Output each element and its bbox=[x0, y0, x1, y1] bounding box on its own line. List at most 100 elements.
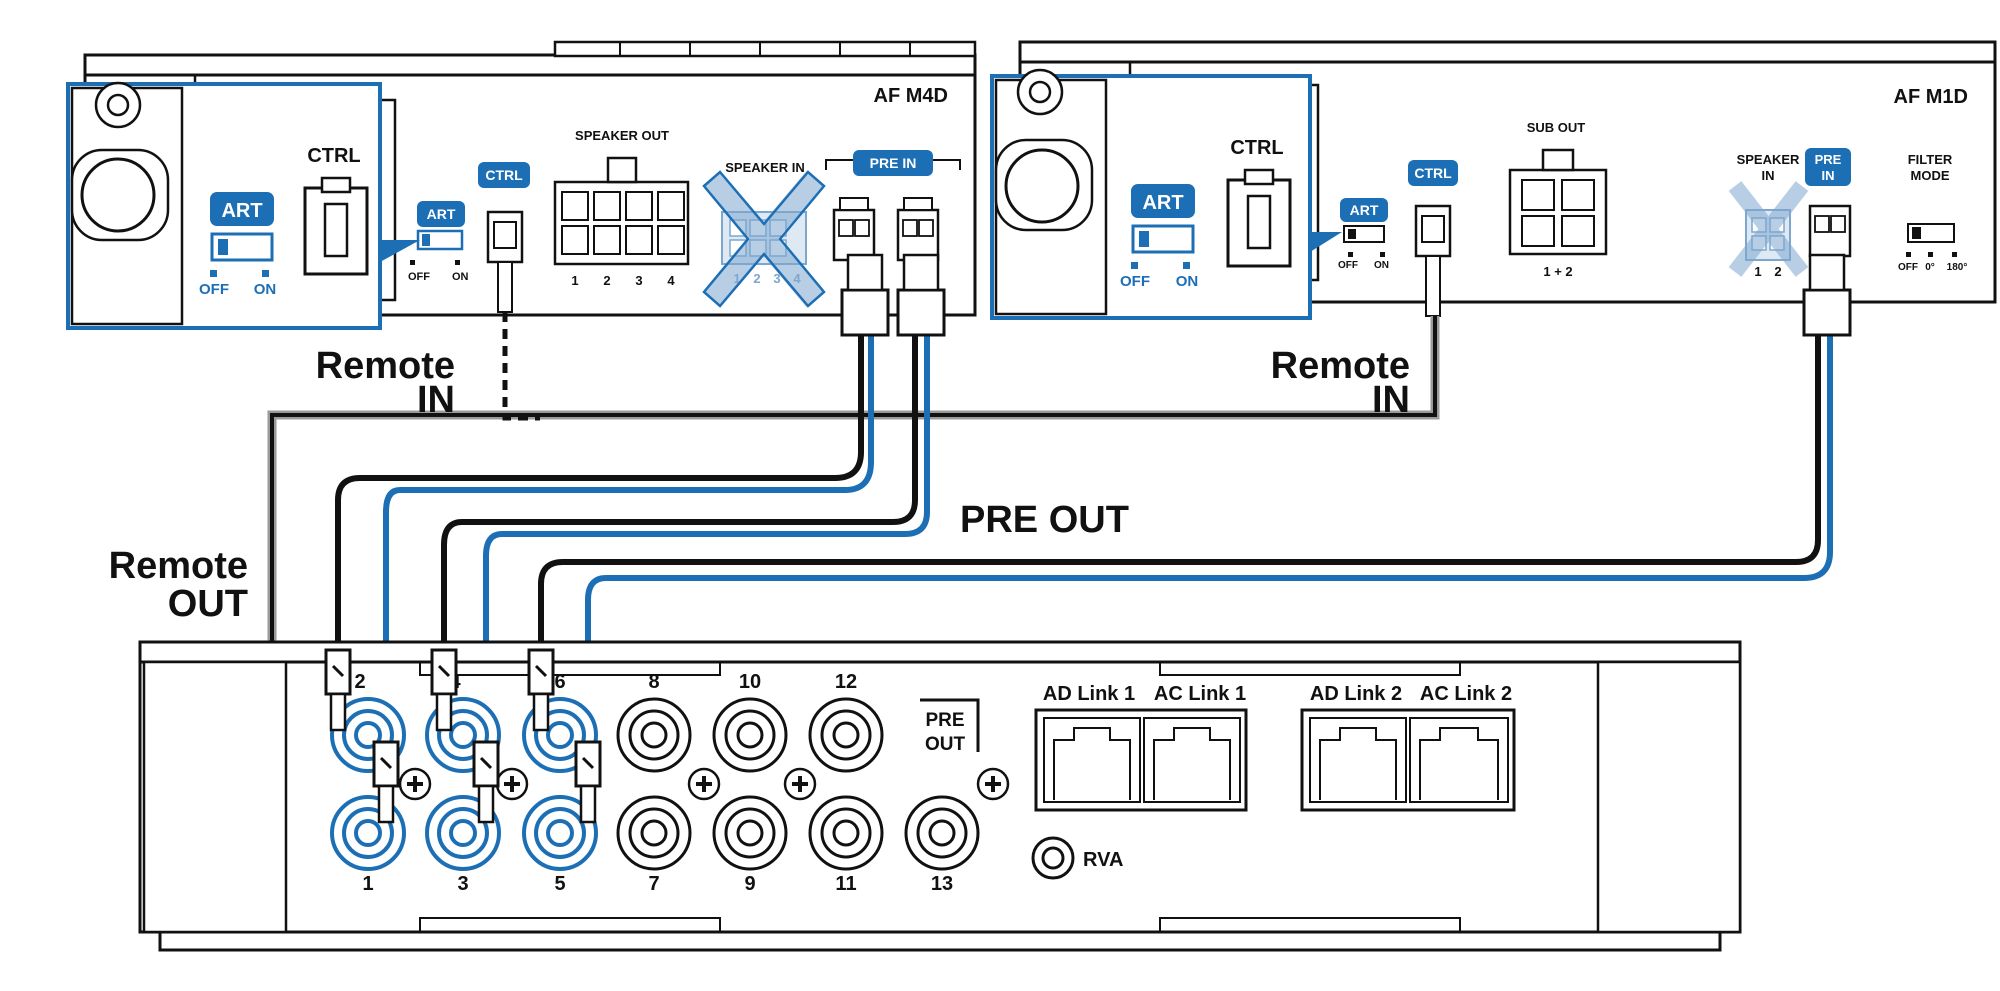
ad-link-1-label: AD Link 1 bbox=[1043, 683, 1135, 705]
art-switch-zoom-right[interactable] bbox=[1131, 224, 1195, 254]
rca-plug bbox=[472, 740, 500, 824]
rca-number: 8 bbox=[648, 671, 659, 693]
filter-option: 0° bbox=[1925, 262, 1935, 273]
ctrl-badge-right-small-label: CTRL bbox=[1414, 165, 1452, 181]
rca-jack-12[interactable] bbox=[808, 697, 884, 773]
cross-outline-icon bbox=[702, 170, 826, 308]
ad-link-2-label: AD Link 2 bbox=[1310, 683, 1402, 705]
art-badge-left-small bbox=[417, 201, 465, 227]
processor-pre-out-1: PRE bbox=[925, 710, 964, 731]
speaker-in-num: 3 bbox=[773, 271, 780, 286]
speaker-out-connector[interactable] bbox=[553, 156, 690, 266]
art-off-small-left: OFF bbox=[408, 271, 430, 283]
rca-number: 11 bbox=[835, 873, 856, 895]
ground-plus-icon bbox=[495, 767, 529, 801]
art-on-zoom-left: ON bbox=[254, 281, 277, 298]
rva-label: RVA bbox=[1083, 849, 1123, 871]
remote-out-label-1: Remote bbox=[109, 545, 248, 587]
art-on-small-right: ON bbox=[1374, 260, 1389, 271]
ctrl-label-zoom-right: CTRL bbox=[1230, 137, 1283, 159]
pre-in-connector-2[interactable] bbox=[896, 197, 940, 262]
speaker-in-num-right: 2 bbox=[1774, 264, 1781, 279]
pre-in-connector-1[interactable] bbox=[832, 197, 876, 262]
art-badge-right-small bbox=[1340, 198, 1388, 222]
ctrl-label-zoom-left: CTRL bbox=[307, 145, 360, 167]
speaker-out-num: 2 bbox=[603, 273, 610, 288]
sub-out-connector[interactable] bbox=[1508, 148, 1608, 256]
processor: 2 4 6 8 10 12 1 3 5 7 9 11 13 bbox=[138, 640, 1742, 952]
rca-jack-7[interactable] bbox=[616, 795, 692, 871]
rca-number: 9 bbox=[744, 873, 755, 895]
filter-mode-label-2: MODE bbox=[1911, 168, 1950, 183]
rca-jack-13[interactable] bbox=[904, 795, 980, 871]
speaker-in-label-right-1: SPEAKER bbox=[1737, 152, 1800, 167]
pre-out-cables bbox=[335, 253, 1852, 750]
speaker-in-label-right-2: IN bbox=[1762, 168, 1775, 183]
pre-in-badge-left bbox=[853, 150, 933, 176]
art-badge-right-small-label: ART bbox=[1350, 202, 1379, 218]
amp-right-model: AF M1D bbox=[1894, 86, 1968, 108]
rca-plug bbox=[430, 648, 458, 732]
art-off-zoom-right: OFF bbox=[1120, 273, 1150, 290]
art-badge-zoom-right: ART bbox=[1142, 192, 1183, 214]
ground-plus-icon bbox=[783, 767, 817, 801]
rca-plug bbox=[574, 740, 602, 824]
rca-plug bbox=[527, 648, 555, 732]
art-on-zoom-right: ON bbox=[1176, 273, 1199, 290]
rca-jack-9[interactable] bbox=[712, 795, 788, 871]
rca-jack-10[interactable] bbox=[712, 697, 788, 773]
art-badge-zoom-left: ART bbox=[221, 200, 262, 222]
remote-wires bbox=[267, 312, 1440, 642]
pre-in-badge-right bbox=[1805, 148, 1851, 186]
speaker-out-label: SPEAKER OUT bbox=[575, 128, 669, 143]
speaker-in-label-left: SPEAKER IN bbox=[725, 160, 804, 175]
remote-in-right-label-1: Remote bbox=[1271, 345, 1410, 387]
cross-icon bbox=[1728, 181, 1809, 277]
rca-number: 12 bbox=[835, 671, 857, 693]
sub-out-label: SUB OUT bbox=[1527, 120, 1586, 135]
pre-in-label-left: PRE IN bbox=[870, 155, 917, 171]
pre-in-label-right-2: IN bbox=[1822, 168, 1835, 183]
rca-plugs bbox=[324, 648, 602, 824]
speaker-in-num-right: 1 bbox=[1754, 264, 1761, 279]
filter-mode-label-1: FILTER bbox=[1908, 152, 1953, 167]
rca-number: 6 bbox=[554, 671, 565, 693]
ctrl-badge-left-small bbox=[478, 162, 530, 188]
cross-icon bbox=[703, 170, 824, 308]
rca-number: 3 bbox=[457, 873, 468, 895]
rca-jack-5[interactable] bbox=[522, 795, 598, 871]
filter-option: OFF bbox=[1898, 262, 1918, 273]
speaker-in-num: 2 bbox=[753, 271, 760, 286]
rca-number: 7 bbox=[648, 873, 659, 895]
art-on-small-left: ON bbox=[452, 271, 469, 283]
pre-in-label-right-1: PRE bbox=[1815, 152, 1842, 167]
rca-number: 2 bbox=[354, 671, 365, 693]
remote-in-left-label-1: Remote bbox=[316, 345, 455, 387]
pre-out-label: PRE OUT bbox=[960, 499, 1129, 541]
amp-left-model: AF M4D bbox=[874, 85, 948, 107]
rca-plug bbox=[372, 740, 400, 824]
remote-out-label-2: OUT bbox=[168, 583, 248, 625]
speaker-out-num: 4 bbox=[667, 273, 675, 288]
ethernet-port-ac-link-1[interactable] bbox=[1143, 717, 1241, 803]
rca-jack-8[interactable] bbox=[616, 697, 692, 773]
ground-plus-icon bbox=[687, 767, 721, 801]
zoom-callout-left: CTRL ART OFF ON bbox=[66, 81, 420, 330]
sub-out-numbers: 1 + 2 bbox=[1543, 264, 1572, 279]
rca-jack-11[interactable] bbox=[808, 795, 884, 871]
filter-option: 180° bbox=[1947, 262, 1968, 273]
art-off-small-right: OFF bbox=[1338, 260, 1358, 271]
ethernet-port-ac-link-2[interactable] bbox=[1409, 717, 1509, 803]
rva-jack[interactable] bbox=[1031, 836, 1075, 880]
ctrl-badge-right-small bbox=[1408, 160, 1458, 186]
pre-in-connector-right[interactable] bbox=[1808, 204, 1852, 258]
remote-in-right-label-2: IN bbox=[1372, 379, 1410, 421]
ground-plus-icon bbox=[398, 767, 432, 801]
ac-link-2-label: AC Link 2 bbox=[1420, 683, 1512, 705]
ground-plus-icon bbox=[976, 767, 1010, 801]
art-badge-left-small-label: ART bbox=[427, 206, 456, 222]
remote-in-left-label-2: IN bbox=[417, 379, 455, 421]
ctrl-badge-left-small-label: CTRL bbox=[485, 167, 523, 183]
rca-number: 10 bbox=[739, 671, 761, 693]
